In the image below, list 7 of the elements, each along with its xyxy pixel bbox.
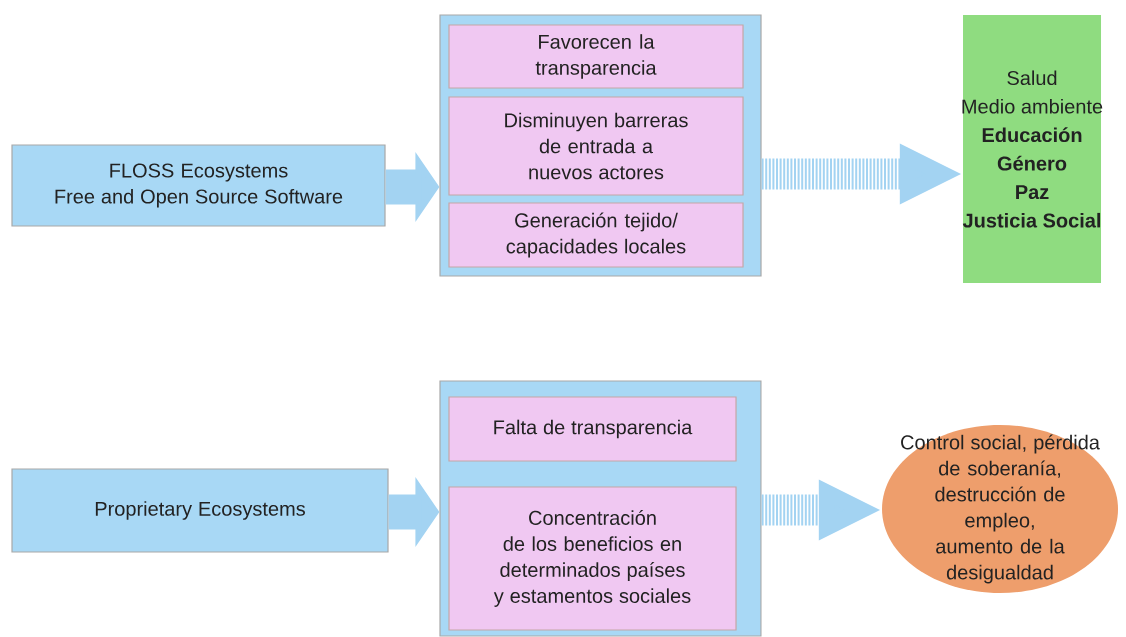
source-box: Proprietary Ecosystems [11, 468, 389, 553]
effect-box: Favorecen la transparencia [448, 24, 744, 89]
effect-box: Falta de transparencia [448, 396, 737, 462]
effect-box: Disminuyen barreras de entrada a nuevos actores [448, 96, 744, 196]
effect-box: Concentración de los beneficios en determinados países y estamentos sociales [448, 486, 737, 631]
source-box: FLOSS Ecosystems Free and Open Source Software [11, 144, 386, 227]
effect-box: Generación tejido/ capacidades locales [448, 202, 744, 268]
